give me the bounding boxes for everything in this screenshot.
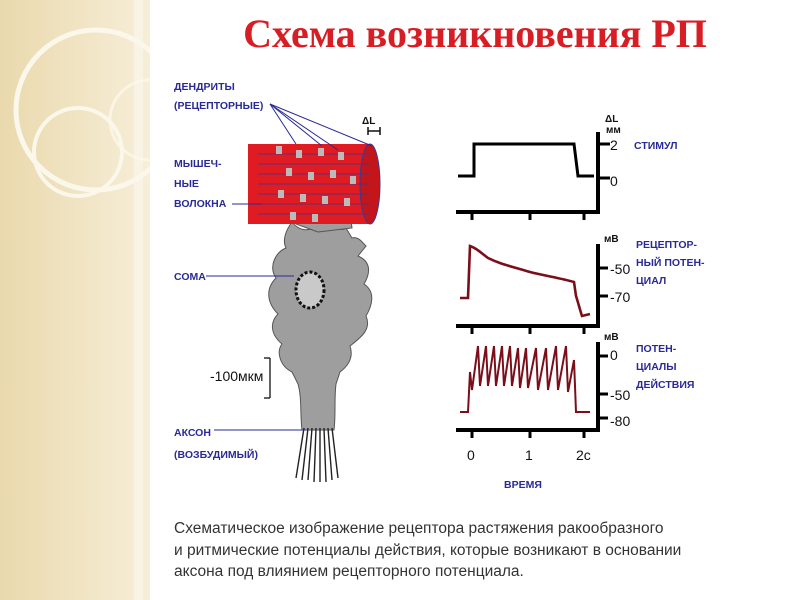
time-axis: 0 1 2с ВРЕМЯ xyxy=(467,447,591,491)
time-axis-label: ВРЕМЯ xyxy=(504,479,542,491)
caption-line-3: аксона под влиянием рецепторного потенци… xyxy=(174,561,764,583)
dendrite-leader-lines xyxy=(270,104,372,150)
receptor-tick-low: -70 xyxy=(610,289,630,305)
receptor-unit: мВ xyxy=(604,234,619,245)
receptor-trace xyxy=(460,246,590,316)
soma-nucleus xyxy=(296,272,324,308)
action-potentials-graph: мВ 0 -50 -80 ПОТЕН- ЦИАЛЫ ДЕЙСТВИЯ xyxy=(456,332,694,438)
receptor-label-line2: НЫЙ ПОТЕН- xyxy=(636,256,705,269)
stimulus-label: СТИМУЛ xyxy=(634,140,678,152)
muscle-fibres xyxy=(248,144,380,224)
label-muscle-line2: НЫЕ xyxy=(174,178,199,190)
receptor-label-line1: РЕЦЕПТОР- xyxy=(636,239,698,251)
stimulus-tick-low: 0 xyxy=(610,173,618,189)
receptor-label-line3: ЦИАЛ xyxy=(636,275,666,287)
scale-label: -100мкм xyxy=(210,368,263,384)
action-label-line2: ЦИАЛЫ xyxy=(636,361,677,373)
action-label-line3: ДЕЙСТВИЯ xyxy=(636,378,694,391)
stimulus-graph: ΔL мм 2 0 СТИМУЛ xyxy=(456,114,678,220)
action-potential-trace xyxy=(460,346,590,412)
caption-line-2: и ритмические потенциалы действия, котор… xyxy=(174,540,764,562)
stimulus-unit-bottom: мм xyxy=(606,125,621,136)
action-tick-mid: -50 xyxy=(610,387,630,403)
label-dendrites-line1: ДЕНДРИТЫ xyxy=(174,81,235,93)
caption-line-1: Схематическое изображение рецептора раст… xyxy=(174,518,764,540)
receptor-potential-graph: мВ -50 -70 РЕЦЕПТОР- НЫЙ ПОТЕН- ЦИАЛ xyxy=(456,234,705,334)
label-axon-line1: АКСОН xyxy=(174,427,211,439)
action-label-line1: ПОТЕН- xyxy=(636,343,677,355)
time-tick-0: 0 xyxy=(467,447,475,463)
stimulus-trace xyxy=(458,144,594,176)
axon-fibres xyxy=(296,428,338,482)
label-axon-line2: (ВОЗБУДИМЫЙ) xyxy=(174,448,258,461)
action-unit: мВ xyxy=(604,332,619,343)
action-tick-low: -80 xyxy=(610,413,630,429)
stimulus-unit-top: ΔL xyxy=(605,114,618,125)
time-tick-2: 2с xyxy=(576,447,591,463)
label-muscle-line1: МЫШЕЧ- xyxy=(174,158,222,170)
neuron-illustration: ΔL -100мкм xyxy=(210,116,380,482)
label-dendrites-line2: (РЕЦЕПТОРНЫЕ) xyxy=(174,100,263,112)
label-muscle-line3: ВОЛОКНА xyxy=(174,198,227,210)
receptor-tick-high: -50 xyxy=(610,261,630,277)
figure-caption: Схематическое изображение рецептора раст… xyxy=(174,518,764,583)
action-tick-top: 0 xyxy=(610,347,618,363)
delta-l-label: ΔL xyxy=(362,116,375,127)
label-soma: СОМА xyxy=(174,271,206,283)
soma-body xyxy=(269,222,372,430)
stimulus-tick-high: 2 xyxy=(610,137,618,153)
time-tick-1: 1 xyxy=(525,447,533,463)
